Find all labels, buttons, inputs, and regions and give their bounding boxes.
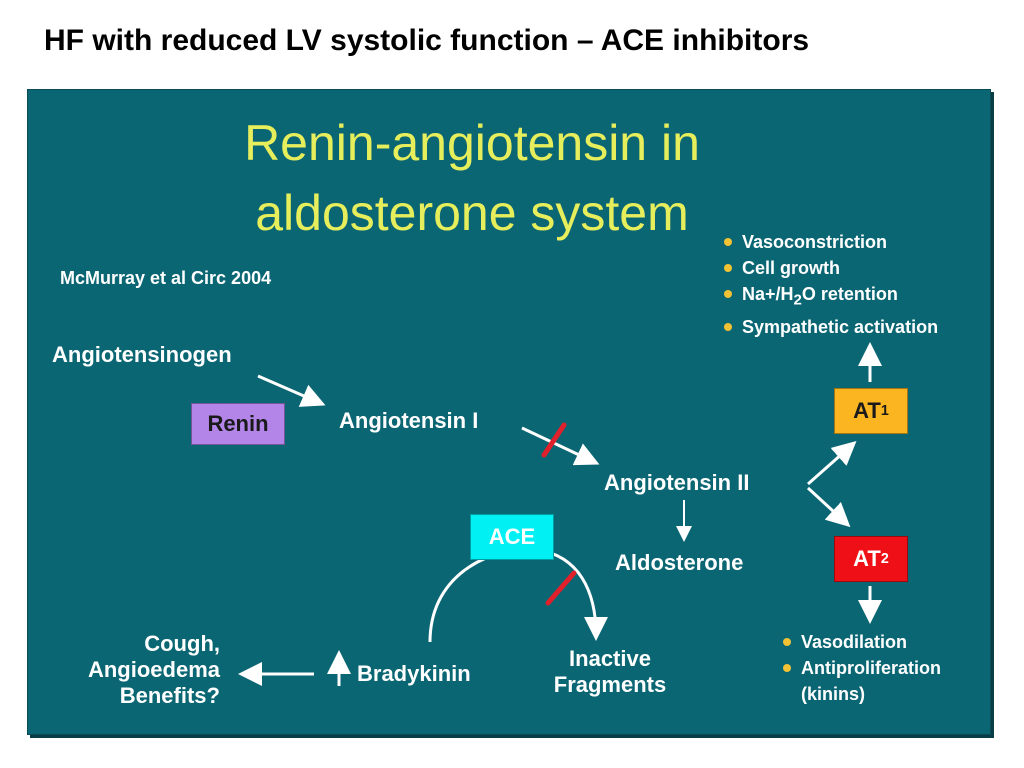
arrow-angiotensinogen-to-angiotensin1: [257, 374, 326, 407]
at1-effects-list: Vasoconstriction Cell growth Na+/H2O ret…: [724, 229, 938, 340]
bullet-dot-icon: [724, 290, 732, 298]
citation: McMurray et al Circ 2004: [60, 268, 272, 288]
at2-effect-item: Antiproliferation: [783, 655, 941, 681]
arrow-bradykinin-to-fragments: [428, 547, 608, 643]
at2-effects-list: Vasodilation Antiproliferation (kinins): [783, 629, 941, 707]
page-title: HF with reduced LV systolic function – A…: [44, 24, 810, 57]
ace-block-mark-2: [545, 570, 577, 606]
node-bradykinin: Bradykinin: [357, 661, 471, 686]
bullet-dot-icon: [724, 322, 732, 331]
slide-panel: Renin-angiotensin in aldosterone system …: [27, 89, 991, 735]
slide-title-line2: aldosterone system: [255, 185, 689, 241]
at1-effect-item: Sympathetic activation: [724, 314, 938, 340]
arrow-angiotensin2-to-at1: [807, 441, 857, 486]
at1-effect-item: Na+/H2O retention: [724, 281, 938, 314]
bullet-dot-icon: [783, 638, 791, 646]
node-angiotensinogen: Angiotensinogen: [52, 342, 232, 367]
at2-effect-item: Vasodilation: [783, 629, 941, 655]
node-ace: ACE: [470, 514, 554, 560]
node-aldosterone: Aldosterone: [615, 550, 744, 575]
slide-title: Renin-angiotensin in aldosterone system: [188, 108, 756, 248]
node-angiotensin-2: Angiotensin II: [604, 470, 750, 495]
bullet-dot-icon: [783, 664, 791, 672]
node-inactive-fragments: Inactive Fragments: [553, 646, 667, 697]
arrow-angiotensin1-to-angiotensin2: [521, 426, 600, 466]
arrow-angiotensin2-to-at2: [806, 486, 851, 528]
ace-block-mark-1: [541, 422, 567, 458]
node-angiotensin-1: Angiotensin I: [339, 408, 479, 433]
at2-effect-item: (kinins): [801, 684, 866, 704]
node-renin: Renin: [191, 403, 285, 445]
at1-effect-item: Cell growth: [724, 255, 938, 281]
at1-effect-item: Vasoconstriction: [724, 229, 938, 255]
bullet-dot-icon: [724, 238, 732, 246]
slide-title-line1: Renin-angiotensin in: [244, 115, 700, 171]
bullet-dot-icon: [724, 264, 732, 272]
node-cough-angioedema: Cough, Angioedema Benefits?: [87, 631, 220, 708]
